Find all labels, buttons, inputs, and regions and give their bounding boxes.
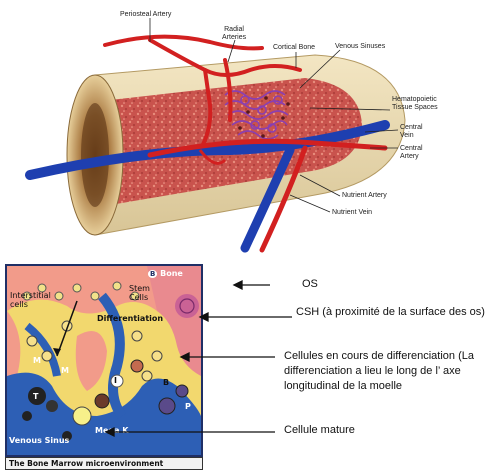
venous-sinus-label: Venous Sinus (9, 436, 69, 445)
bone-tag: B Bone (148, 269, 183, 279)
interstitial-cells-label: Interstitial cells (10, 291, 51, 309)
periosteal-artery-label: Periosteal Artery (120, 11, 171, 19)
nutrient-artery-label: Nutrient Artery (342, 192, 387, 200)
microenvironment-caption: The Bone Marrow microenvironment (5, 457, 203, 470)
differentiation-label: Differentiation (97, 314, 163, 323)
cell-letter-t: T (33, 392, 38, 401)
cell-letter-m: M (61, 366, 69, 375)
annotation-csh: CSH (à proximité de la surface des os) (296, 305, 486, 320)
central-artery-label: Central Artery (400, 145, 423, 161)
annotation-cellules-differenciation: Cellules en cours de differenciation (La… (284, 349, 488, 394)
radial-arteries-label: Radial Arteries (222, 26, 246, 42)
bone-diagram: Periosteal Artery Radial Arteries Cortic… (0, 0, 490, 255)
central-vein-label: Central Vein (400, 124, 423, 140)
hematopoietic-spaces-label: Hematopoietic Tissue Spaces (392, 96, 438, 112)
cortical-bone-label: Cortical Bone (273, 44, 315, 52)
cell-letter-i: I (114, 376, 117, 385)
venous-sinuses-label: Venous Sinuses (335, 43, 385, 51)
annotation-cellule-mature: Cellule mature (284, 423, 355, 438)
marrow-microenvironment-panel: B Bone Interstitial cells Stem Cells Dif… (0, 257, 490, 470)
cell-letter-p: P (185, 402, 191, 411)
cell-letter-b: B (163, 378, 169, 387)
cell-letter-m-2: M (33, 356, 41, 365)
mega-k-label: Mega K (95, 426, 129, 435)
annotation-os: OS (302, 277, 318, 292)
microenvironment-image: B Bone Interstitial cells Stem Cells Dif… (5, 264, 203, 457)
stem-cells-label: Stem Cells (129, 284, 150, 302)
nutrient-vein-label: Nutrient Vein (332, 209, 372, 217)
